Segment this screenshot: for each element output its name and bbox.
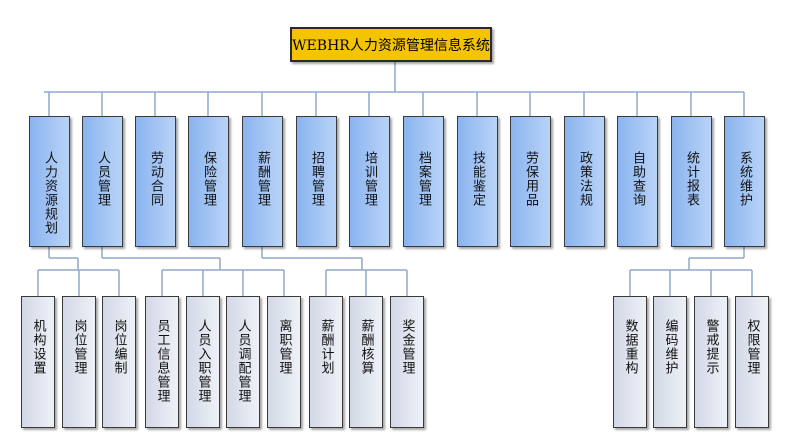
sub-node-resignation: 离职管理 — [267, 296, 301, 428]
sub-node-bonus: 奖金管理 — [390, 296, 424, 428]
module-node-recruitment: 招聘管理 — [296, 116, 337, 247]
module-label: 人力资源规划 — [42, 151, 57, 235]
module-node-skill-appraisal: 技能鉴定 — [457, 116, 498, 247]
module-label: 政策法规 — [577, 151, 592, 207]
module-label: 薪酬管理 — [255, 151, 270, 207]
module-label: 劳保用品 — [523, 151, 538, 207]
module-label: 系统维护 — [737, 151, 752, 207]
sub-label: 机构设置 — [30, 319, 46, 375]
sub-node-salary-plan: 薪酬计划 — [309, 296, 343, 428]
sub-label: 奖金管理 — [399, 319, 415, 375]
sub-node-post-management: 岗位管理 — [62, 296, 96, 428]
module-node-reports: 统计报表 — [671, 116, 712, 247]
sub-label: 警戒提示 — [703, 319, 719, 375]
module-label: 培训管理 — [362, 151, 377, 207]
module-label: 人员管理 — [95, 151, 110, 207]
root-node: WEBHR人力资源管理信息系统 — [290, 27, 492, 62]
module-label: 自助查询 — [630, 151, 645, 207]
module-node-archives: 档案管理 — [403, 116, 444, 247]
module-node-system-maintenance: 系统维护 — [724, 116, 765, 247]
sub-label: 岗位编制 — [111, 319, 127, 375]
module-node-salary: 薪酬管理 — [242, 116, 283, 247]
sub-node-employee-info: 员工信息管理 — [145, 296, 179, 428]
module-label: 档案管理 — [416, 151, 431, 207]
module-node-training: 培训管理 — [349, 116, 390, 247]
sub-label: 薪酬计划 — [318, 319, 334, 375]
sub-label: 权限管理 — [744, 319, 760, 375]
module-node-hr-planning: 人力资源规划 — [29, 116, 70, 247]
sub-node-code-maintenance: 编码维护 — [653, 296, 687, 428]
sub-node-org-setup: 机构设置 — [21, 296, 55, 428]
module-label: 技能鉴定 — [470, 151, 485, 207]
sub-label: 人员入职管理 — [195, 319, 211, 403]
module-node-personnel: 人员管理 — [82, 116, 123, 247]
sub-label: 编码维护 — [662, 319, 678, 375]
module-node-labor-contract: 劳动合同 — [135, 116, 176, 247]
module-label: 招聘管理 — [309, 151, 324, 207]
sub-label: 岗位管理 — [71, 319, 87, 375]
sub-label: 离职管理 — [276, 319, 292, 375]
sub-node-salary-calc: 薪酬核算 — [349, 296, 383, 428]
module-label: 统计报表 — [684, 151, 699, 207]
sub-node-transfer: 人员调配管理 — [226, 296, 260, 428]
sub-label: 薪酬核算 — [358, 319, 374, 375]
sub-node-post-staffing: 岗位编制 — [102, 296, 136, 428]
root-label: WEBHR人力资源管理信息系统 — [292, 37, 490, 54]
module-node-protective-supplies: 劳保用品 — [510, 116, 551, 247]
sub-node-onboarding: 人员入职管理 — [186, 296, 220, 428]
sub-label: 员工信息管理 — [154, 319, 170, 403]
sub-label: 数据重构 — [622, 319, 638, 375]
module-node-policies: 政策法规 — [564, 116, 605, 247]
module-node-insurance: 保险管理 — [188, 116, 229, 247]
sub-node-permissions: 权限管理 — [735, 296, 769, 428]
sub-node-data-rebuild: 数据重构 — [613, 296, 647, 428]
sub-label: 人员调配管理 — [235, 319, 251, 403]
module-label: 劳动合同 — [148, 151, 163, 207]
sub-node-alerts: 警戒提示 — [694, 296, 728, 428]
module-node-self-service: 自助查询 — [617, 116, 658, 247]
module-label: 保险管理 — [201, 151, 216, 207]
